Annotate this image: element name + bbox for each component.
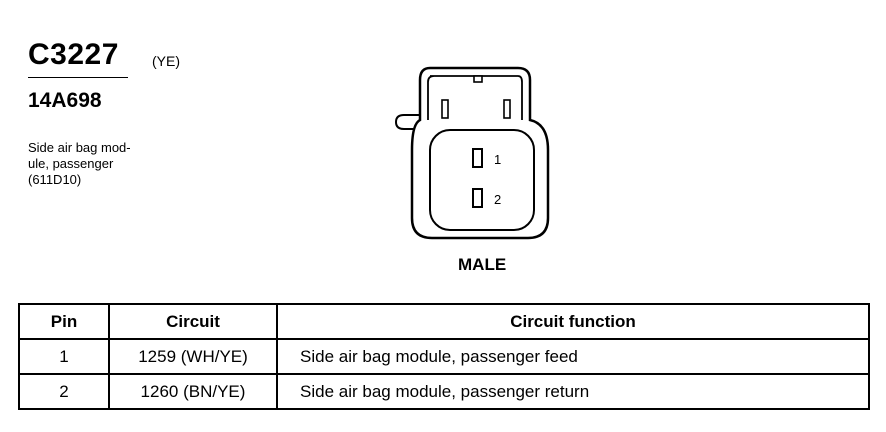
connector-gender-label: MALE bbox=[458, 255, 507, 274]
cell-circuit-function: Side air bag module, passenger feed bbox=[276, 338, 870, 375]
connector-hood-inner bbox=[427, 75, 523, 120]
pin-table: Pin Circuit Circuit function 1 1259 (WH/… bbox=[18, 303, 870, 410]
description-line: (611D10) bbox=[28, 172, 82, 187]
connector-key bbox=[473, 75, 483, 83]
connector-hood-post bbox=[441, 99, 449, 119]
table-row: 1 1259 (WH/YE) Side air bag module, pass… bbox=[18, 338, 870, 375]
connector-description: Side air bag mod- ule, passenger (611D10… bbox=[28, 140, 131, 188]
description-line: ule, passenger bbox=[28, 156, 114, 171]
table-row: 2 1260 (BN/YE) Side air bag module, pass… bbox=[18, 373, 870, 410]
pin-label-2: 2 bbox=[494, 192, 502, 207]
connector-face-diagram bbox=[394, 66, 550, 240]
connector-inner-face bbox=[429, 129, 535, 231]
cell-pin: 1 bbox=[18, 338, 110, 375]
cell-circuit-function: Side air bag module, passenger return bbox=[276, 373, 870, 410]
header-circuit-function: Circuit function bbox=[276, 303, 870, 340]
connector-hood-post bbox=[503, 99, 511, 119]
part-number: 14A698 bbox=[28, 89, 102, 112]
pin-cavity-1 bbox=[472, 148, 483, 168]
cell-pin: 2 bbox=[18, 373, 110, 410]
cell-circuit: 1260 (BN/YE) bbox=[108, 373, 278, 410]
table-header-row: Pin Circuit Circuit function bbox=[18, 303, 870, 340]
connector-color-code: (YE) bbox=[152, 53, 180, 69]
title-underline bbox=[28, 77, 128, 78]
pin-cavity-2 bbox=[472, 188, 483, 208]
description-line: Side air bag mod- bbox=[28, 140, 131, 155]
header-pin: Pin bbox=[18, 303, 110, 340]
header-circuit: Circuit bbox=[108, 303, 278, 340]
cell-circuit: 1259 (WH/YE) bbox=[108, 338, 278, 375]
pin-label-1: 1 bbox=[494, 152, 502, 167]
connector-id: C3227 bbox=[28, 38, 119, 71]
